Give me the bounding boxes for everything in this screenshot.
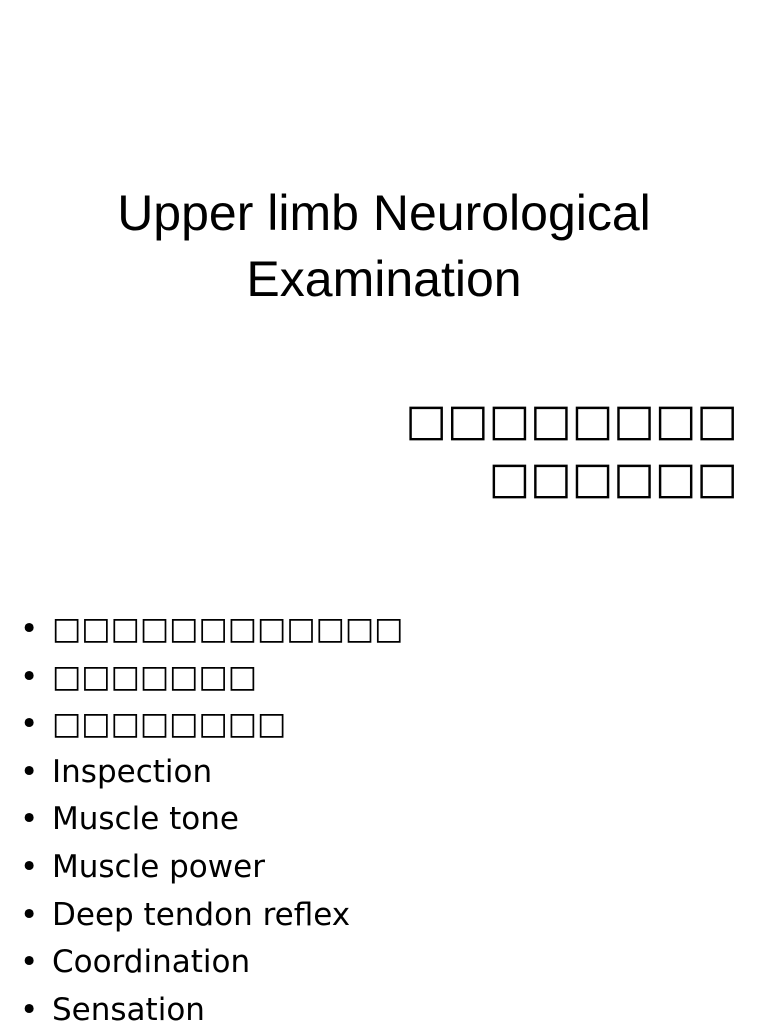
slide-title: Upper limb Neurological Examination <box>0 180 768 312</box>
subtitle-line-2: □□□□□□ <box>488 453 738 504</box>
bullet-text: Inspection <box>52 753 213 790</box>
slide-subtitle: □□□□□□□□ □□□□□□ <box>338 392 738 508</box>
bullet-text: Deep tendon reflex <box>52 896 351 933</box>
bullet-item: • □□□□□□□□□□□□ <box>20 606 740 654</box>
bullet-list: • □□□□□□□□□□□□ • □□□□□□□ • □□□□□□□□ • Inspec… <box>20 606 740 1024</box>
bullet-dot-icon: • <box>20 896 39 933</box>
bullet-dot-icon: • <box>20 801 39 838</box>
title-line-2: Examination <box>246 251 522 307</box>
bullet-dot-icon: • <box>20 706 39 743</box>
bullet-text: □□□□□□□□□□□□ <box>52 611 404 647</box>
bullet-item: • □□□□□□□□ <box>20 701 740 749</box>
bullet-dot-icon: • <box>20 611 39 647</box>
bullet-text: Muscle power <box>52 848 265 885</box>
title-line-1: Upper limb Neurological <box>117 185 651 241</box>
bullet-text: Coordination <box>52 944 251 981</box>
bullet-text: □□□□□□□□ <box>52 706 287 743</box>
bullet-item: • Coordination <box>20 939 740 987</box>
bullet-item: • Muscle power <box>20 844 740 892</box>
bullet-dot-icon: • <box>20 944 39 981</box>
subtitle-line-1: □□□□□□□□ <box>405 395 738 446</box>
bullet-dot-icon: • <box>20 753 39 790</box>
bullet-item: • Inspection <box>20 749 740 797</box>
bullet-text: Muscle tone <box>52 801 239 838</box>
bullet-item: • □□□□□□□ <box>20 654 740 702</box>
bullet-item: • Muscle tone <box>20 796 740 844</box>
bullet-text: □□□□□□□ <box>52 658 258 695</box>
bullet-dot-icon: • <box>20 991 39 1024</box>
bullet-dot-icon: • <box>20 848 39 885</box>
bullet-dot-icon: • <box>20 658 39 695</box>
bullet-item: • Deep tendon reflex <box>20 892 740 940</box>
bullet-text: Sensation <box>52 991 205 1024</box>
bullet-item: • Sensation <box>20 987 740 1024</box>
